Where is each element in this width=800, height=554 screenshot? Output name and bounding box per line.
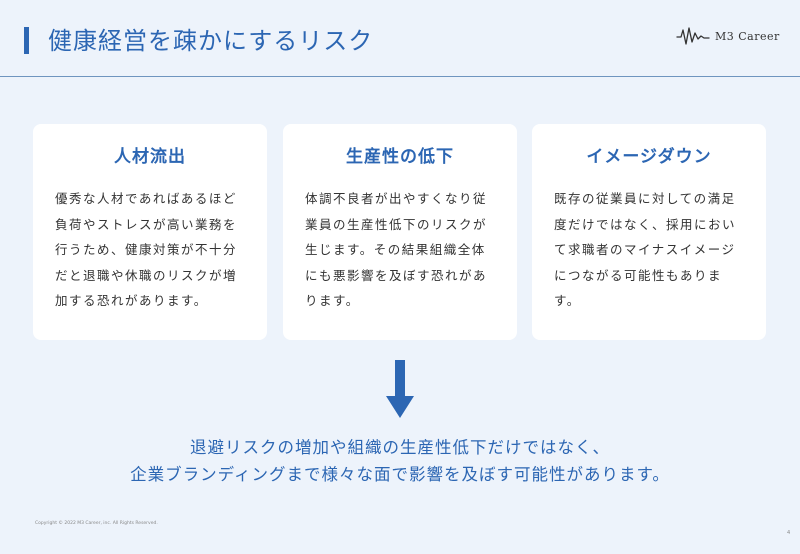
page-number: 4 xyxy=(787,530,791,536)
conclusion-line-2: 企業ブランディングまで様々な面で影響を及ぼす可能性があります。 xyxy=(130,465,670,484)
m3-career-logo: M3 Career xyxy=(676,25,780,47)
page-title: 健康経営を疎かにするリスク xyxy=(48,27,374,55)
card-body: 体調不良者が出やすくなり従業員の生産性低下のリスクが生じます。その結果組織全体に… xyxy=(305,191,488,308)
title-accent-bar xyxy=(24,27,29,54)
card-title: 生産性の低下 xyxy=(346,147,454,167)
card-title: 人材流出 xyxy=(114,147,186,167)
logo-text: M3 Career xyxy=(715,29,780,43)
copyright-notice: Copyright © 2022 M3 Career, inc. All Rig… xyxy=(35,521,158,526)
m3-heartbeat-logo-icon xyxy=(676,27,710,45)
card-body: 既存の従業員に対しての満足度だけではなく、採用において求職者のマイナスイメージに… xyxy=(554,191,737,308)
conclusion-line-1: 退避リスクの増加や組織の生産性低下だけではなく、 xyxy=(190,438,610,457)
slide-header: 健康経営を疎かにするリスク M3 Career xyxy=(0,0,800,77)
card-talent-outflow: 人材流出 優秀な人材であればあるほど負荷やストレスが高い業務を行うため、健康対策… xyxy=(33,124,267,340)
card-image-damage: イメージダウン 既存の従業員に対しての満足度だけではなく、採用において求職者のマ… xyxy=(532,124,766,340)
down-arrow-icon xyxy=(386,360,414,418)
card-body: 優秀な人材であればあるほど負荷やストレスが高い業務を行うため、健康対策が不十分だ… xyxy=(55,191,238,308)
card-title: イメージダウン xyxy=(586,147,712,167)
card-productivity-decline: 生産性の低下 体調不良者が出やすくなり従業員の生産性低下のリスクが生じます。その… xyxy=(283,124,517,340)
conclusion-text: 退避リスクの増加や組織の生産性低下だけではなく、 企業ブランディングまで様々な面… xyxy=(0,434,800,488)
